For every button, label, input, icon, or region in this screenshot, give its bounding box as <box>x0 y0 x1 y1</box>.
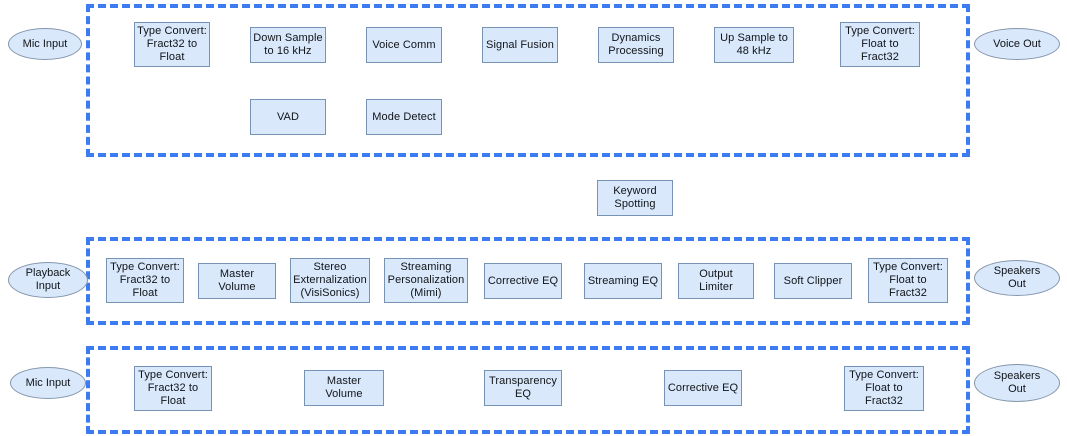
signal-fusion[interactable]: Signal Fusion <box>482 27 558 63</box>
output-limiter[interactable]: Output Limiter <box>678 263 754 299</box>
voice-out[interactable]: Voice Out <box>974 28 1060 60</box>
mic-input-transp[interactable]: Mic Input <box>10 367 86 399</box>
tr-master-volume[interactable]: Master Volume <box>304 370 384 406</box>
mode-detect[interactable]: Mode Detect <box>366 99 442 135</box>
pb-type-convert-in[interactable]: Type Convert: Fract32 to Float <box>106 258 184 303</box>
voice-type-convert-out[interactable]: Type Convert: Float to Fract32 <box>840 22 920 67</box>
pb-master-volume[interactable]: Master Volume <box>198 263 276 299</box>
keyword-spotting[interactable]: Keyword Spotting <box>597 180 673 216</box>
transparency-pipeline-region <box>86 346 970 434</box>
streaming-personalization[interactable]: Streaming Personalization (Mimi) <box>384 258 468 303</box>
streaming-eq[interactable]: Streaming EQ <box>584 263 662 299</box>
stereo-externalization[interactable]: Stereo Externalization (VisiSonics) <box>290 258 370 303</box>
playback-pipeline-region <box>86 237 970 325</box>
pb-corrective-eq[interactable]: Corrective EQ <box>484 263 562 299</box>
soft-clipper[interactable]: Soft Clipper <box>774 263 852 299</box>
voice-comm[interactable]: Voice Comm <box>366 27 442 63</box>
dynamics-processing[interactable]: Dynamics Processing <box>598 27 674 63</box>
voice-type-convert-in[interactable]: Type Convert: Fract32 to Float <box>134 22 210 67</box>
up-sample-48k[interactable]: Up Sample to 48 kHz <box>714 27 794 63</box>
playback-input[interactable]: Playback Input <box>8 262 88 298</box>
down-sample-16k[interactable]: Down Sample to 16 kHz <box>250 27 326 63</box>
pb-type-convert-out[interactable]: Type Convert: Float to Fract32 <box>868 258 948 303</box>
mic-input-voice[interactable]: Mic Input <box>8 28 82 60</box>
voice-pipeline-region <box>86 4 970 157</box>
tr-type-convert-out[interactable]: Type Convert: Float to Fract32 <box>844 366 924 411</box>
transparency-eq[interactable]: Transparency EQ <box>484 370 562 406</box>
tr-corrective-eq[interactable]: Corrective EQ <box>664 370 742 406</box>
speakers-out-play[interactable]: Speakers Out <box>974 260 1060 296</box>
speakers-out-tr[interactable]: Speakers Out <box>974 364 1060 402</box>
vad[interactable]: VAD <box>250 99 326 135</box>
tr-type-convert-in[interactable]: Type Convert: Fract32 to Float <box>134 366 212 411</box>
